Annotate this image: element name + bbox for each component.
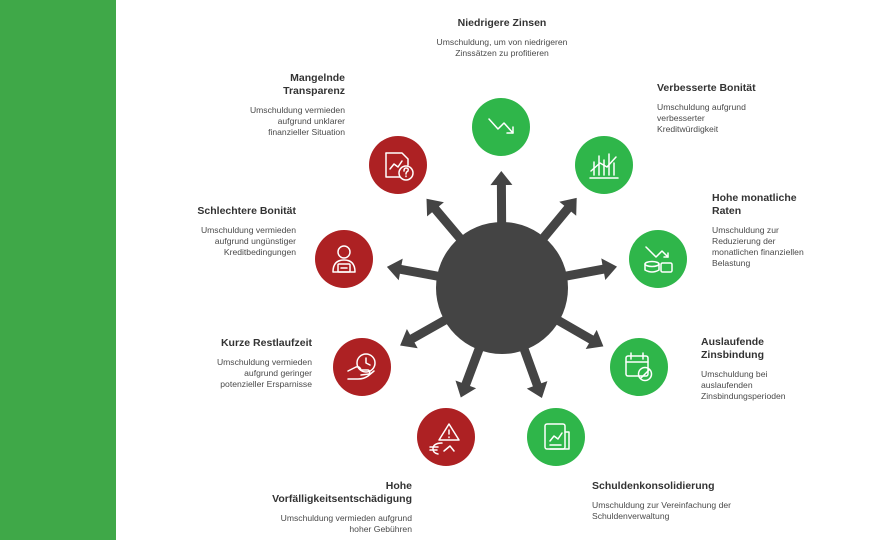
hand-clock-icon	[347, 353, 376, 380]
node-circle	[315, 230, 373, 288]
arrow-hohe-vorfaelligkeitsentschaedigung	[455, 337, 487, 398]
label-schlechtere-bonitaet: Schlechtere Bonität Umschuldung vermiede…	[186, 205, 296, 258]
arrow-kurze-restlaufzeit	[400, 311, 457, 349]
factor-desc: Umschuldung, um von niedrigeren Zinssätz…	[436, 37, 568, 58]
label-mangelnde-transparenz: Mangelnde Transparenz Umschuldung vermie…	[240, 72, 345, 138]
coins-down-icon	[644, 246, 673, 273]
person-chart-icon	[332, 245, 356, 273]
label-hohe-vorfaelligkeitsentschaedigung: Hohe Vorfälligkeitsentschädigung Umschul…	[266, 480, 412, 535]
node-kurze-restlaufzeit	[333, 338, 391, 396]
arrow-schlechtere-bonitaet	[386, 258, 449, 283]
diagram-canvas: Niedrigere Zinsen Umschuldung, um von ni…	[116, 0, 880, 540]
bar-chart-icon	[589, 153, 619, 179]
factor-title: Verbesserte Bonität	[657, 82, 756, 94]
node-circle	[610, 338, 668, 396]
factor-title: Schlechtere Bonität	[197, 205, 296, 217]
factor-title: Niedrigere Zinsen	[457, 17, 547, 29]
label-auslaufende-zinsbindung: Auslaufende Zinsbindung Umschuldung bei …	[701, 336, 801, 402]
central-hub	[436, 222, 568, 354]
factor-desc: Umschuldung vermieden aufgrund geringer …	[216, 357, 312, 389]
factor-desc: Umschuldung aufgrund verbesserter Kredit…	[657, 102, 746, 134]
node-circle	[629, 230, 687, 288]
left-green-panel	[0, 0, 116, 540]
node-mangelnde-transparenz	[369, 136, 427, 194]
node-niedrigere-zinsen	[472, 98, 530, 156]
node-hohe-monatliche-raten	[629, 230, 687, 288]
node-verbesserte-bonitaet	[575, 136, 633, 194]
node-schlechtere-bonitaet	[315, 230, 373, 288]
arrows-layer	[386, 171, 617, 398]
arrow-niedrigere-zinsen	[490, 171, 513, 233]
nodes-layer	[315, 98, 687, 466]
factor-title: Auslaufende Zinsbindung	[701, 336, 765, 361]
hub-and-spoke-diagram	[315, 98, 687, 466]
document-question-icon	[385, 152, 414, 181]
node-circle	[333, 338, 391, 396]
factor-title: Kurze Restlaufzeit	[220, 337, 312, 349]
factor-desc: Umschuldung vermieden aufgrund ungünstig…	[200, 225, 296, 257]
factor-desc: Umschuldung vermieden aufgrund hoher Geb…	[280, 513, 412, 534]
node-circle	[417, 408, 475, 466]
euro-warning-icon	[429, 423, 460, 455]
factor-desc: Umschuldung zur Reduzierung der monatlic…	[712, 225, 804, 268]
label-niedrigere-zinsen: Niedrigere Zinsen Umschuldung, um von ni…	[436, 17, 568, 59]
factor-desc: Umschuldung zur Vereinfachung der Schuld…	[592, 500, 732, 521]
document-chart-icon	[544, 423, 570, 450]
label-hohe-monatliche-raten: Hohe monatliche Raten Umschuldung zur Re…	[712, 192, 816, 269]
arrow-auslaufende-zinsbindung	[547, 311, 604, 349]
factor-title: Mangelnde Transparenz	[283, 72, 345, 97]
factor-title: Schuldenkonsolidierung	[592, 480, 715, 492]
factor-desc: Umschuldung bei auslaufenden Zinsbindung…	[701, 369, 786, 401]
factor-title: Hohe Vorfälligkeitsentschädigung	[272, 480, 412, 505]
label-verbesserte-bonitaet: Verbesserte Bonität Umschuldung aufgrund…	[657, 82, 757, 135]
calendar-cancel-icon	[625, 352, 653, 382]
node-auslaufende-zinsbindung	[610, 338, 668, 396]
arrow-mangelnde-transparenz	[426, 198, 470, 249]
node-schuldenkonsolidierung	[527, 408, 585, 466]
factor-desc: Umschuldung vermieden aufgrund unklarer …	[249, 105, 345, 137]
arrow-schuldenkonsolidierung	[516, 338, 548, 398]
arrow-hohe-monatliche-raten	[555, 258, 617, 283]
label-schuldenkonsolidierung: Schuldenkonsolidierung Umschuldung zur V…	[592, 480, 732, 522]
node-hohe-vorfaelligkeitsentschaedigung	[417, 408, 475, 466]
label-kurze-restlaufzeit: Kurze Restlaufzeit Umschuldung vermieden…	[216, 337, 312, 390]
trend-down-icon	[488, 118, 514, 134]
factor-title: Hohe monatliche Raten	[712, 192, 797, 217]
arrow-verbesserte-bonitaet	[533, 197, 577, 249]
node-circle	[369, 136, 427, 194]
